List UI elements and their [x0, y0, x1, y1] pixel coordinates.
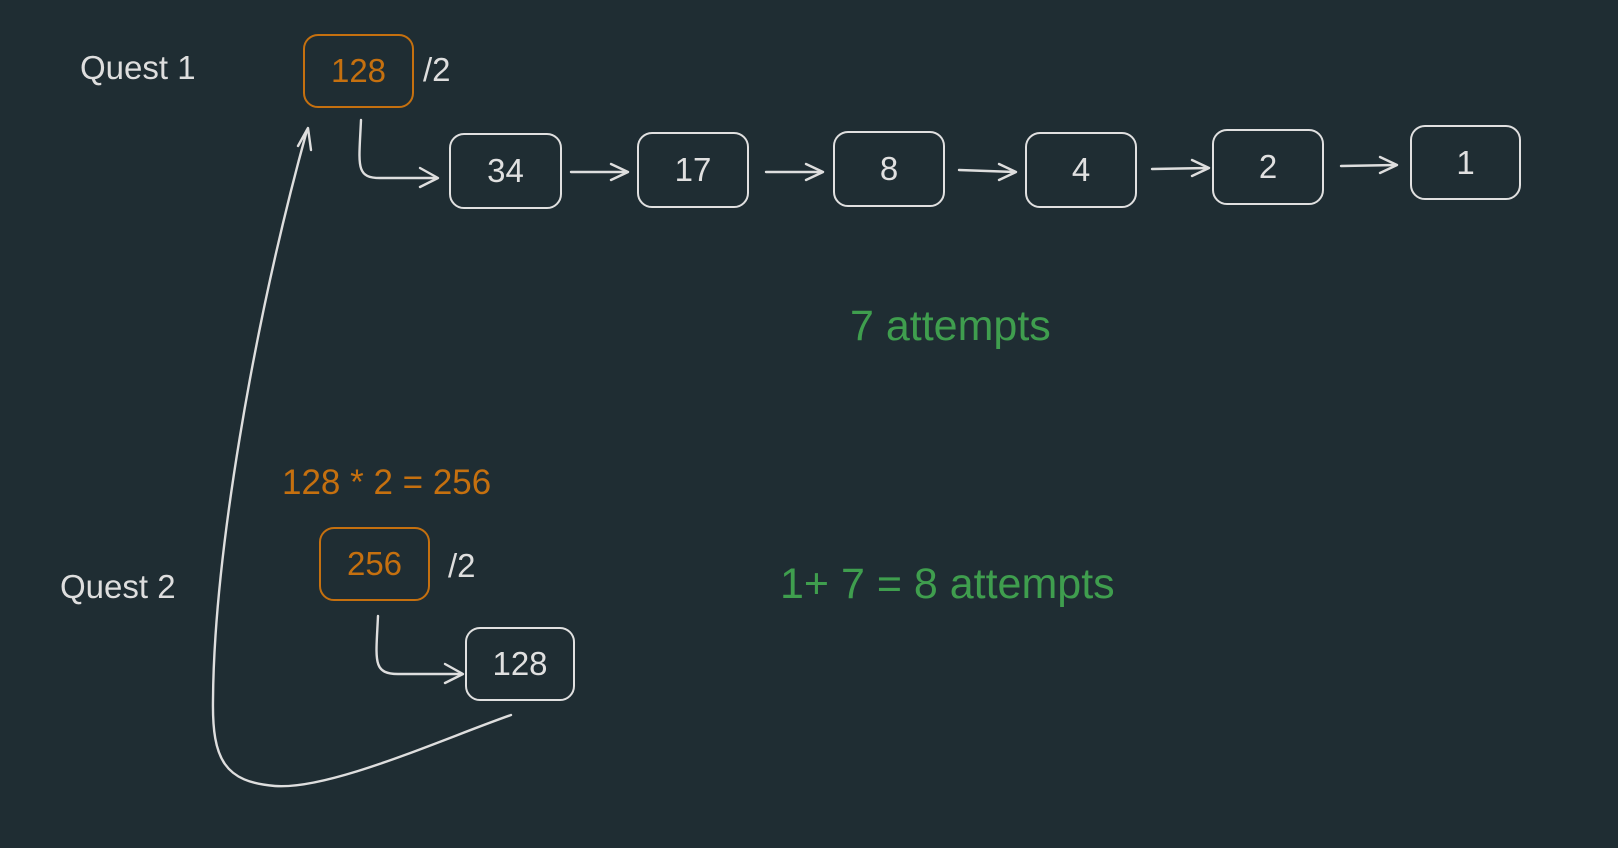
arrowhead-2: [1190, 158, 1211, 178]
arrowhead-1: [1378, 155, 1399, 175]
arrowhead-128-q2: [443, 662, 465, 685]
quest2-next-box: 128: [465, 627, 575, 701]
chain-node-17: 17: [637, 132, 749, 208]
arrowhead-8: [804, 162, 825, 182]
quest1-start-box: 128: [303, 34, 414, 108]
quest1-label: Quest 1: [80, 49, 196, 86]
quest2-equation: 128 * 2 = 256: [282, 463, 492, 502]
chain-node-34: 34: [449, 133, 562, 209]
arrow-4-to-2: [1150, 166, 1210, 171]
arrowhead-34: [418, 166, 440, 189]
chain-node-8: 8: [833, 131, 945, 207]
arrowhead-4: [997, 162, 1018, 182]
chain-node-2: 2: [1212, 129, 1324, 205]
arrow-2-to-1: [1339, 163, 1398, 168]
quest2-label: Quest 2: [60, 568, 176, 605]
quest1-result: 7 attempts: [850, 302, 1051, 350]
quest1-divide-note: /2: [423, 51, 451, 88]
quest2-start-box: 256: [319, 527, 430, 601]
chain-node-4: 4: [1025, 132, 1137, 208]
arrowhead-17: [609, 162, 630, 182]
loop-back-arrow: [211, 128, 513, 788]
arrow-8-to-4: [957, 168, 1017, 174]
quest2-divide-note: /2: [448, 547, 476, 584]
chain-node-1: 1: [1410, 125, 1521, 200]
quest2-result: 1+ 7 = 8 attempts: [780, 560, 1115, 608]
loop-back-arrowhead: [296, 126, 313, 152]
arrow-128-to-34: [358, 118, 439, 180]
arrow-256-to-128: [375, 614, 464, 676]
